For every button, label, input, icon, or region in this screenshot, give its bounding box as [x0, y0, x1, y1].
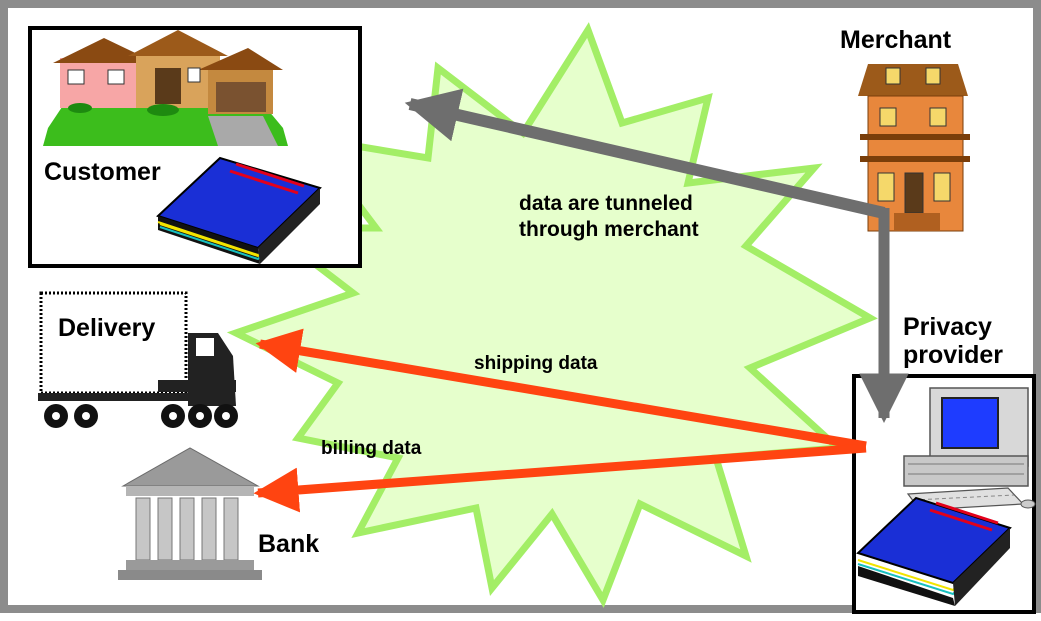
billing-data-arrow: [253, 443, 867, 513]
bank-icon: [118, 447, 262, 580]
shipping-data-label: shipping data: [474, 353, 598, 374]
truck-icon: [38, 291, 238, 428]
house-icon: [43, 30, 288, 146]
tunnel-label-line1: data are tunneled: [519, 192, 693, 215]
shipping-data-arrow: [255, 328, 867, 451]
building-icon: [858, 64, 970, 232]
diagram-canvas: [28, 22, 1036, 614]
tunnel-arrow-merchant-to-customer: [404, 88, 886, 219]
book-icon: [856, 496, 1012, 606]
privacy-provider-label: Privacy provider: [903, 313, 1004, 369]
merchant-label: Merchant: [840, 26, 952, 54]
billing-data-label: billing data: [321, 438, 422, 459]
delivery-label: Delivery: [58, 314, 156, 342]
customer-label: Customer: [44, 158, 161, 186]
bank-label: Bank: [258, 530, 320, 558]
tunnel-label-line2: through merchant: [519, 218, 699, 241]
book-icon: [156, 156, 322, 264]
